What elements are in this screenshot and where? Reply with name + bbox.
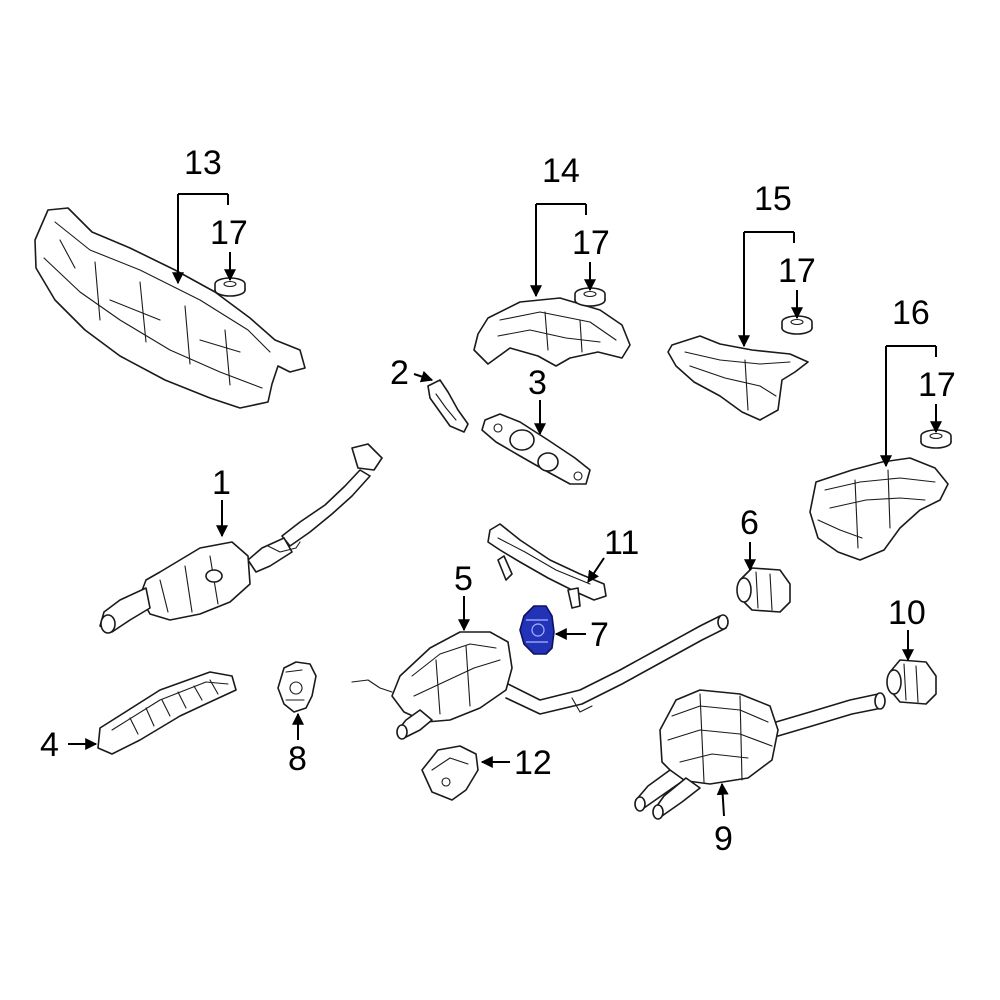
callout-17-a: 17	[210, 214, 248, 252]
callout-14: 14	[542, 152, 580, 190]
grommet-3[interactable]	[781, 315, 813, 335]
mounting-bracket[interactable]	[421, 745, 479, 801]
gasket[interactable]	[427, 379, 469, 433]
callout-3: 3	[528, 364, 547, 402]
clamp-front[interactable]	[736, 567, 791, 613]
center-pipe-resonator[interactable]	[351, 614, 729, 740]
heat-shield-rear[interactable]	[809, 457, 949, 561]
callout-5: 5	[454, 560, 473, 598]
heat-shield-front[interactable]	[34, 207, 306, 409]
callout-12: 12	[514, 744, 552, 782]
leader-lines	[68, 193, 942, 817]
callout-1: 1	[212, 464, 231, 502]
callout-17-c: 17	[778, 252, 816, 290]
clamp-rear[interactable]	[886, 659, 937, 705]
callout-17-d: 17	[918, 366, 956, 404]
callout-10: 10	[888, 594, 926, 632]
heat-shield-center[interactable]	[473, 297, 631, 367]
callout-8: 8	[288, 740, 307, 778]
rubber-insulator[interactable]	[277, 661, 317, 713]
rubber-insulator-highlighted[interactable]	[519, 605, 555, 655]
callout-9: 9	[714, 820, 733, 858]
grommet-2[interactable]	[574, 287, 606, 307]
callout-7: 7	[590, 616, 609, 654]
heat-shield-right[interactable]	[667, 335, 809, 421]
callout-6: 6	[740, 504, 759, 542]
callout-13: 13	[184, 144, 222, 182]
rear-muffler[interactable]	[634, 689, 886, 820]
callout-16: 16	[892, 294, 930, 332]
callout-2: 2	[390, 354, 409, 392]
crossmember-bracket[interactable]	[487, 523, 607, 609]
callout-15: 15	[754, 180, 792, 218]
callout-11: 11	[604, 524, 639, 562]
callout-4: 4	[40, 726, 59, 764]
callout-labels: 13 17 14 17 15 17 16 17 2 3 1 11 5 6 7 1…	[40, 144, 956, 858]
grommet-4[interactable]	[920, 429, 952, 449]
callout-17-b: 17	[572, 224, 610, 262]
grommet-1[interactable]	[214, 277, 246, 297]
front-pipe-catalytic-converter[interactable]	[99, 443, 383, 634]
hanger-bracket[interactable]	[481, 413, 591, 485]
heat-shield-plate[interactable]	[97, 671, 237, 755]
